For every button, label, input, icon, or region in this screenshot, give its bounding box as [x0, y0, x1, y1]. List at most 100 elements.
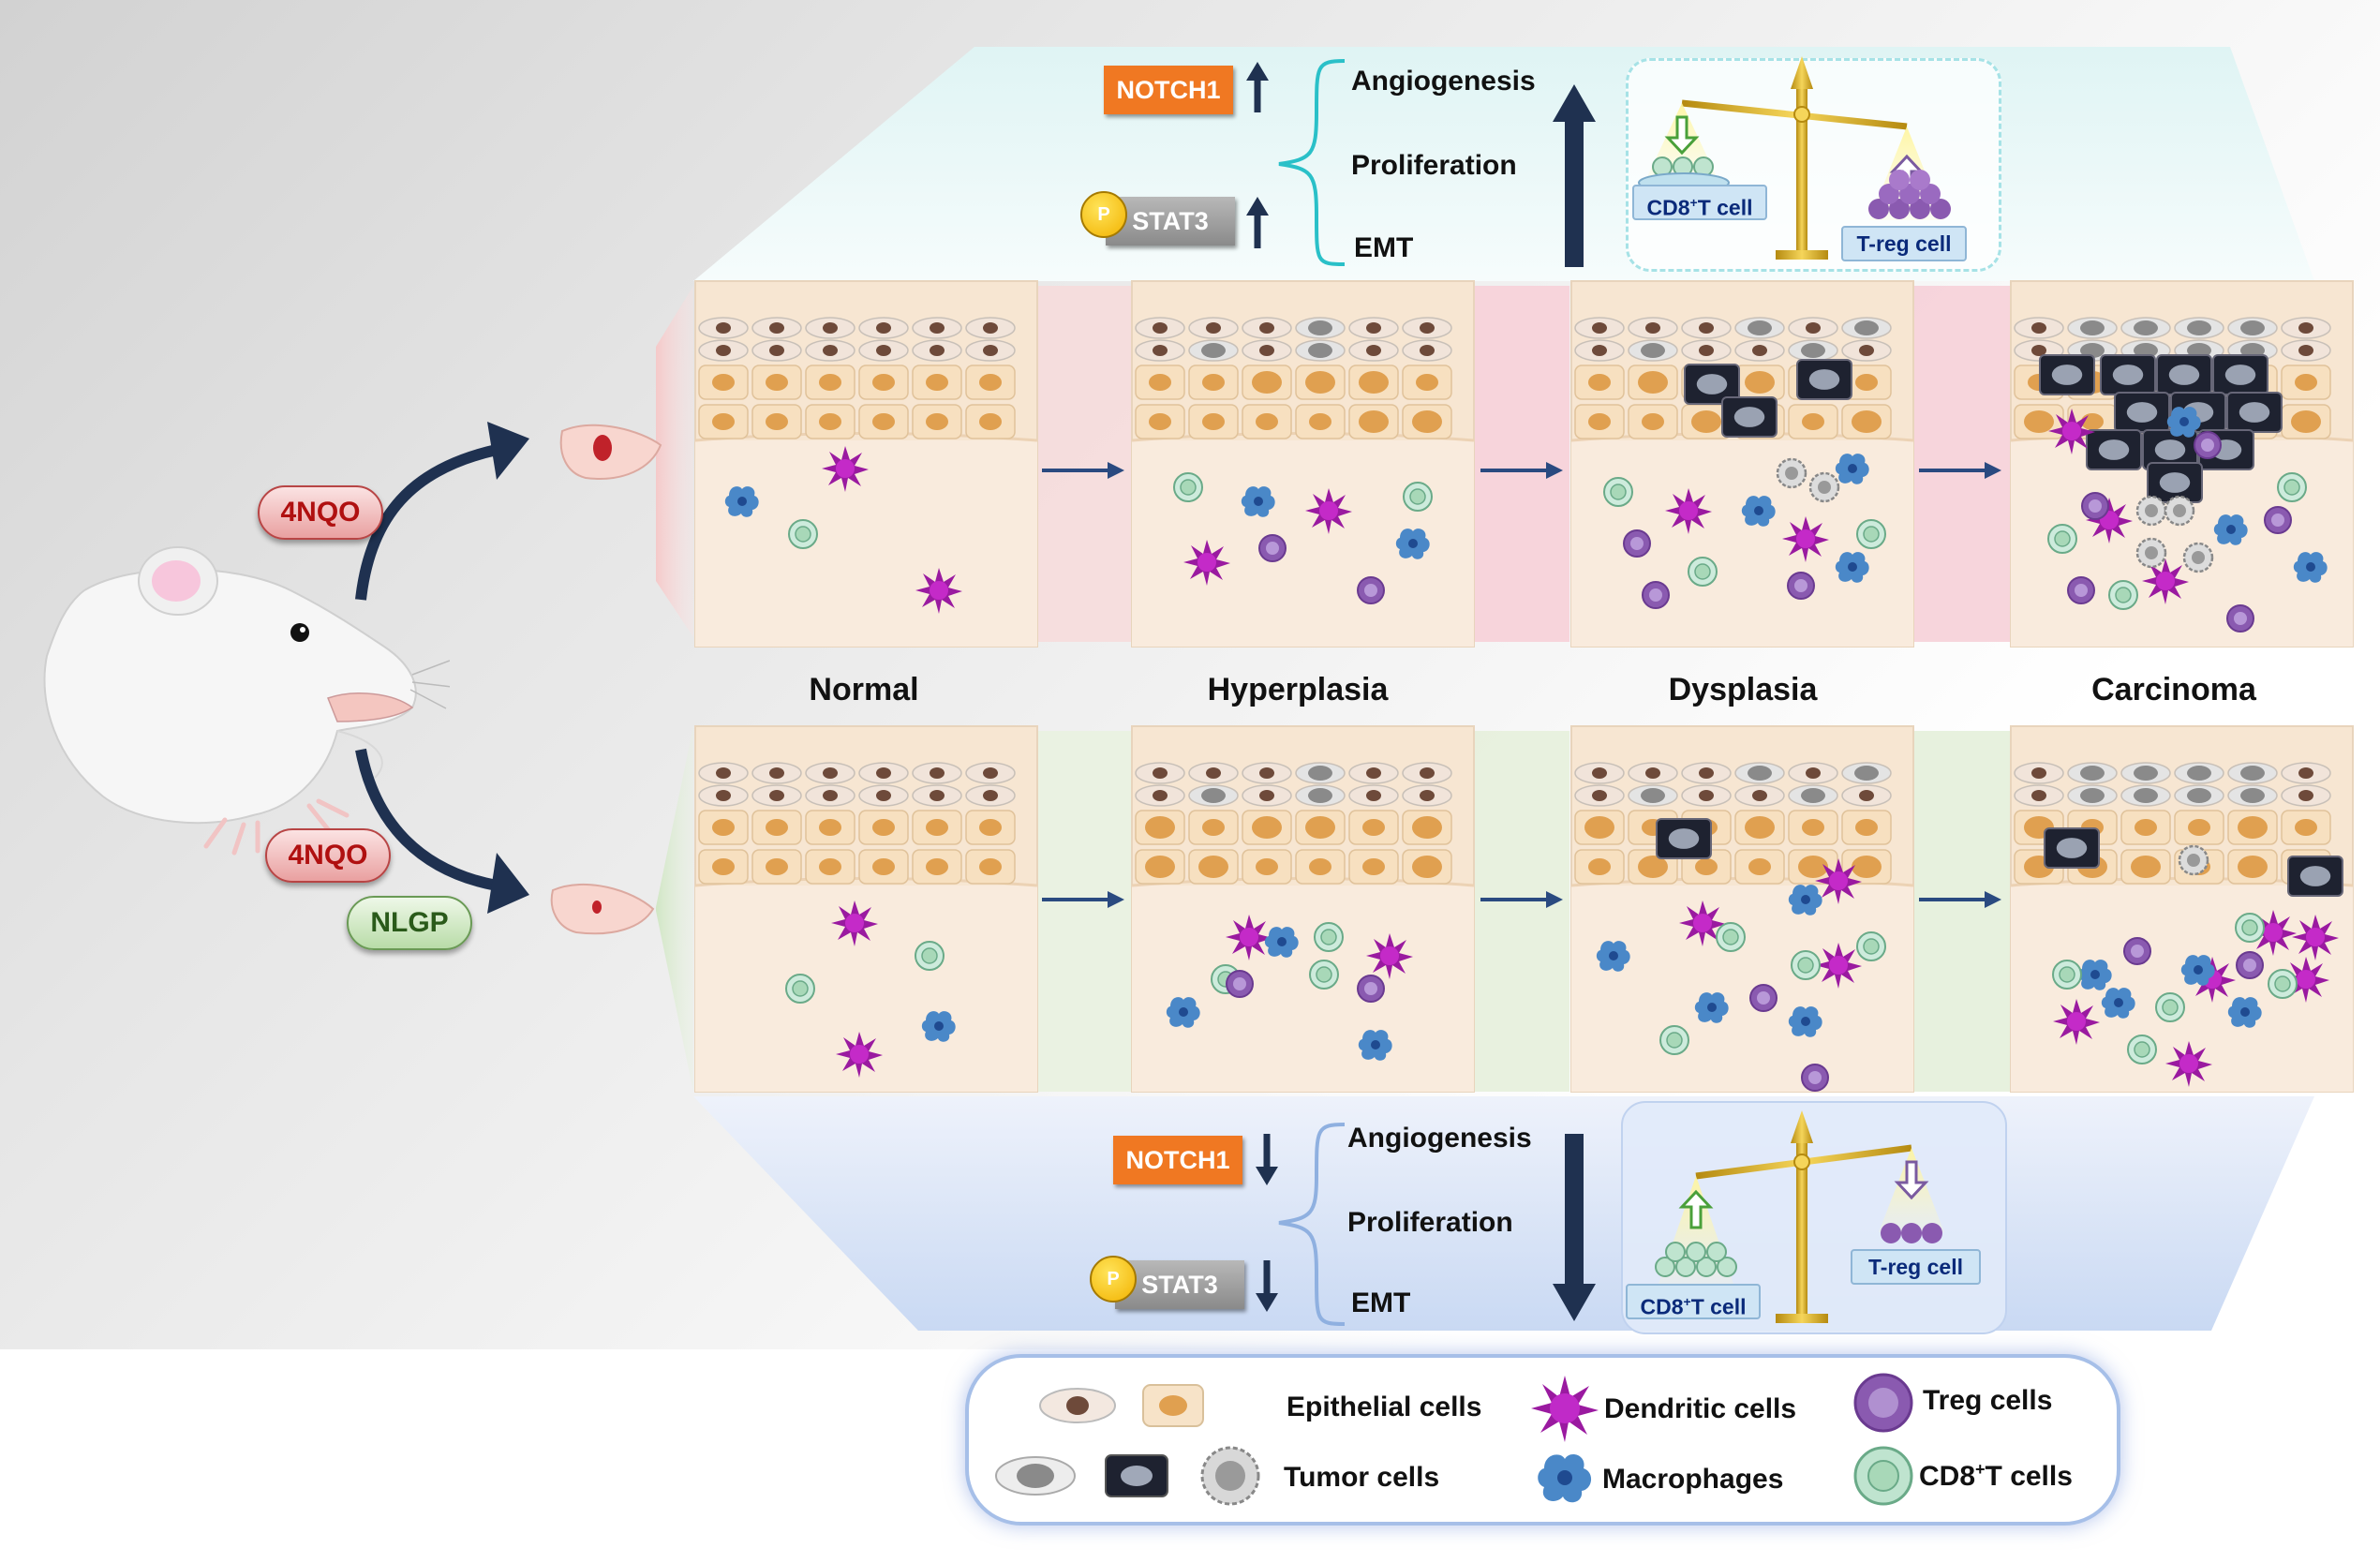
macrophage — [1395, 528, 1430, 559]
epithelial-flat-cell — [1242, 339, 1292, 362]
up-arrows-upper — [1246, 62, 1269, 248]
treg-cell — [1226, 970, 1254, 998]
strip — [1471, 286, 1569, 642]
cd8-t-cell — [1603, 477, 1633, 507]
tumor-flat-cell — [1295, 339, 1346, 362]
epithelial-basal-cell — [2227, 849, 2278, 885]
cd8-label-upper: CD8+T cell — [1632, 185, 1767, 220]
mouse-whiskers — [409, 660, 450, 709]
legend-dendritic: Dendritic cells — [1604, 1393, 1797, 1424]
cd8-t-cell — [2268, 969, 2298, 999]
lesion-icon — [593, 435, 612, 461]
epithelial-basal-cell — [2281, 365, 2331, 400]
process-proliferation-upper: Proliferation — [1351, 150, 1517, 181]
cd8-t-cell — [1403, 482, 1433, 512]
phospho-badge-lower: P — [1090, 1256, 1137, 1302]
phospho-badge-upper: P — [1080, 191, 1127, 238]
tumor-flat-cell — [1841, 317, 1892, 339]
epithelial-basal-cell — [751, 365, 802, 400]
tumor-round-cell — [1776, 457, 1807, 489]
epithelial-flat-cell — [912, 784, 962, 807]
legend-icons — [995, 1373, 1913, 1506]
tumor-dark-cell — [2039, 354, 2095, 395]
stage-label-dysplasia: Dysplasia — [1668, 672, 1818, 707]
treg-cell — [2264, 506, 2292, 534]
epithelial-basal-cell — [1242, 849, 1292, 885]
cd8-t-cell — [785, 974, 815, 1004]
cd8-t-cell — [915, 941, 945, 971]
epithelial-basal-cell — [1402, 365, 1452, 400]
macrophage — [2077, 960, 2112, 990]
epithelial-flat-cell — [1628, 762, 1678, 784]
tongue-lesion-upper — [559, 424, 662, 480]
lower-cone — [656, 726, 693, 1092]
epithelial-flat-cell — [1348, 784, 1399, 807]
notch1-badge-lower: NOTCH1 — [1113, 1136, 1242, 1184]
epithelial-basal-cell — [1348, 404, 1399, 439]
tissue-panel-nlgp-2 — [1570, 725, 1914, 1093]
epithelial-basal-cell — [1188, 810, 1239, 845]
tumor-flat-cell — [1734, 317, 1785, 339]
epithelial-flat-cell — [1734, 339, 1785, 362]
epithelial-basal-cell — [912, 365, 962, 400]
macrophage — [2293, 552, 2328, 583]
epithelial-basal-cell — [1628, 404, 1678, 439]
dendritic-cell — [2165, 1041, 2212, 1087]
tumor-flat-cell — [1295, 317, 1346, 339]
epithelial-flat-cell — [1402, 762, 1452, 784]
epithelial-flat-cell — [1242, 317, 1292, 339]
epithelial-flat-cell — [1348, 762, 1399, 784]
cd8-t-cell — [1688, 557, 1718, 587]
tumor-flat-cell — [1841, 762, 1892, 784]
process-angiogenesis-upper: Angiogenesis — [1351, 66, 1536, 97]
epithelial-flat-cell — [965, 317, 1016, 339]
epithelial-flat-cell — [1135, 784, 1185, 807]
tumor-flat-cell — [2174, 762, 2224, 784]
tumor-flat-cell — [1734, 762, 1785, 784]
epithelial-flat-cell — [965, 339, 1016, 362]
epithelial-flat-cell — [912, 339, 962, 362]
treatment-4nqo-lower: 4NQO — [265, 828, 391, 883]
epithelial-basal-cell — [965, 810, 1016, 845]
dendritic-cell — [836, 1032, 883, 1078]
epithelial-basal-cell — [805, 849, 855, 885]
cd8-t-cell — [1856, 519, 1886, 549]
epithelial-flat-cell — [751, 317, 802, 339]
treg-pile — [1868, 170, 1951, 219]
epithelial-basal-icon — [1142, 1384, 1204, 1427]
tumor-flat-cell — [1295, 762, 1346, 784]
macrophage — [1241, 486, 1275, 517]
epithelial-flat-cell — [1242, 762, 1292, 784]
cd8-t-cell — [1856, 931, 1886, 961]
cd8-t-cell — [2047, 524, 2077, 554]
dendritic-cell — [831, 901, 878, 946]
tissue-panel-4nqo-0 — [694, 280, 1038, 648]
epithelial-basal-cell — [2227, 810, 2278, 845]
cd8-t-cell — [2155, 992, 2185, 1022]
epithelial-flat-cell — [698, 762, 749, 784]
treg-cell — [2236, 951, 2264, 979]
treg-cell — [1357, 975, 1385, 1003]
tumor-flat-cell — [2067, 317, 2118, 339]
cd8-t-cell — [1659, 1025, 1689, 1055]
epithelial-basal-cell — [698, 810, 749, 845]
dendritic-cell — [2142, 558, 2189, 604]
tumor-round-cell — [1808, 471, 1840, 503]
mouse-illustration — [43, 546, 450, 856]
epithelial-basal-cell — [912, 810, 962, 845]
tumor-flat-cell — [2227, 784, 2278, 807]
tissue-panel-4nqo-2 — [1570, 280, 1914, 648]
dendritic-cell — [2292, 915, 2339, 960]
treg-cell — [1749, 984, 1778, 1012]
mouse-body — [43, 568, 417, 825]
dendritic-cell — [2048, 409, 2095, 454]
tissue-panel-4nqo-3 — [2010, 280, 2354, 648]
epithelial-flat-cell — [1788, 762, 1838, 784]
tumor-round-cell — [2164, 495, 2195, 527]
tumor-flat-cell — [2120, 784, 2171, 807]
epithelial-flat-cell — [858, 762, 909, 784]
tumor-dark-cell — [2226, 392, 2283, 433]
epithelial-flat-cell — [1574, 784, 1625, 807]
tissue-panel-nlgp-1 — [1131, 725, 1475, 1093]
